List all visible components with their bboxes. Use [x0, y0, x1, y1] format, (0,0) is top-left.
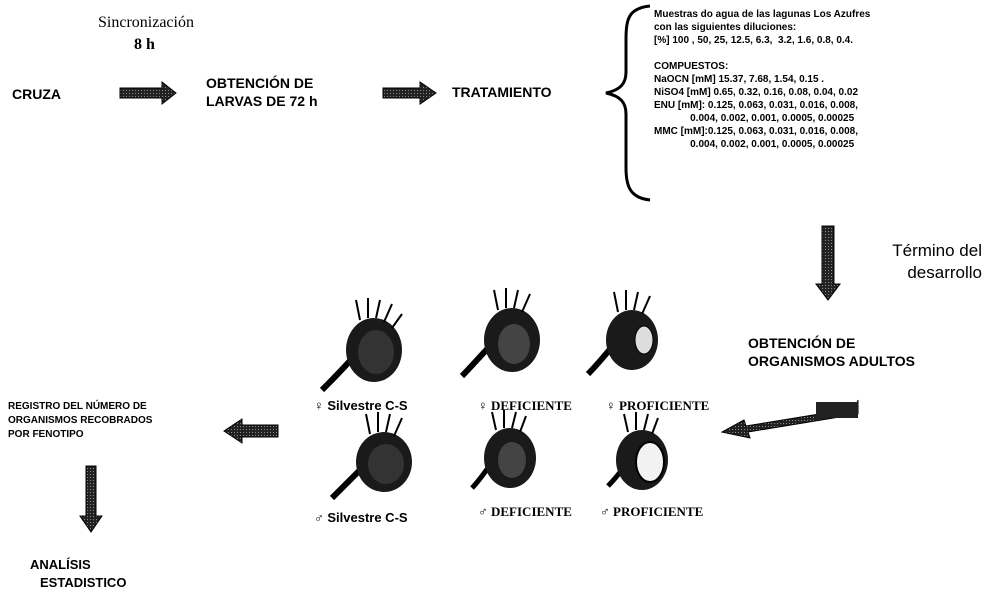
- step-larvas-line-2: LARVAS DE 72 h: [206, 93, 318, 109]
- label-female-proficiente: ♀ PROFICIENTE: [606, 398, 710, 413]
- treatment-line: 0.004, 0.002, 0.001, 0.0005, 0.00025: [654, 113, 855, 124]
- step-larvas-line-1: OBTENCIÓN DE: [206, 75, 314, 91]
- fly-eye-male-silvestre: [329, 412, 412, 501]
- step-larvas: OBTENCIÓN DE LARVAS DE 72 h: [206, 74, 318, 110]
- step-analisis-line-2: ESTADISTICO: [40, 575, 127, 590]
- step-adultos-line-1: OBTENCIÓN DE: [748, 335, 856, 351]
- treatment-line: 0.004, 0.002, 0.001, 0.0005, 0.00025: [654, 139, 855, 150]
- arrow-head-block: [816, 402, 858, 418]
- termino-label: Término del desarrollo: [870, 240, 982, 284]
- sync-time: 8 h: [134, 36, 155, 53]
- fly-eye-male-deficiente: [470, 410, 536, 490]
- curly-brace: [605, 4, 651, 202]
- fly-eye-male-proficiente: [606, 412, 668, 490]
- treatment-line: Muestras do agua de las lagunas Los Azuf…: [654, 9, 871, 20]
- step-tratamiento: TRATAMIENTO: [452, 84, 552, 100]
- step-adultos-line-2: ORGANISMOS ADULTOS: [748, 353, 915, 369]
- step-adultos: OBTENCIÓN DE ORGANISMOS ADULTOS: [748, 334, 915, 370]
- label-female-deficiente: ♀ DEFICIENTE: [478, 398, 572, 413]
- arrow-cruza-to-larvas: [119, 80, 177, 106]
- termino-line-2: desarrollo: [907, 263, 982, 282]
- treatment-line: COMPUESTOS:: [654, 61, 729, 72]
- treatment-line: NaOCN [mM] 15.37, 7.68, 1.54, 0.15 .: [654, 74, 825, 85]
- step-registro-line-2: ORGANISMOS RECOBRADOS: [8, 415, 153, 426]
- treatment-details: Muestras do agua de las lagunas Los Azuf…: [654, 8, 870, 151]
- label-male-deficiente: ♂ DEFICIENTE: [478, 504, 572, 519]
- label-male-silvestre: ♂ Silvestre C-S: [314, 510, 408, 525]
- fly-eye-female-proficiente: [585, 290, 658, 377]
- step-registro-line-1: REGISTRO DEL NÚMERO DE: [8, 401, 147, 412]
- arrow-larvas-to-tratamiento: [382, 81, 437, 105]
- step-registro: REGISTRO DEL NÚMERO DE ORGANISMOS RECOBR…: [8, 400, 152, 442]
- step-registro-line-3: POR FENOTIPO: [8, 429, 84, 440]
- treatment-line: [%] 100 , 50, 25, 12.5, 6.3, 3.2, 1.6, 0…: [654, 35, 854, 46]
- label-female-silvestre: ♀ Silvestre C-S: [314, 398, 408, 413]
- treatment-line: MMC [mM]:0.125, 0.063, 0.031, 0.016, 0.0…: [654, 126, 858, 137]
- fly-eye-female-deficiente: [459, 288, 540, 379]
- step-analisis-line-1: ANALÍSIS: [30, 557, 91, 572]
- step-cruza: CRUZA: [12, 86, 61, 102]
- fly-eye-female-silvestre: [319, 298, 403, 393]
- sync-label: Sincronización: [98, 14, 194, 31]
- label-male-proficiente: ♂ PROFICIENTE: [600, 504, 704, 519]
- treatment-line: con las siguientes diluciones:: [654, 22, 797, 33]
- step-analisis: ANALÍSIS ESTADISTICO: [30, 556, 126, 592]
- arrow-phenotypes-to-registro: [223, 418, 279, 444]
- treatment-line: ENU [mM]: 0.125, 0.063, 0.031, 0.016, 0.…: [654, 100, 859, 111]
- treatment-line: [654, 47, 870, 60]
- termino-line-1: Término del: [892, 241, 982, 260]
- treatment-line: NiSO4 [mM] 0.65, 0.32, 0.16, 0.08, 0.04,…: [654, 87, 859, 98]
- arrow-termino-down: [815, 225, 841, 301]
- arrow-registro-to-analisis: [79, 465, 103, 533]
